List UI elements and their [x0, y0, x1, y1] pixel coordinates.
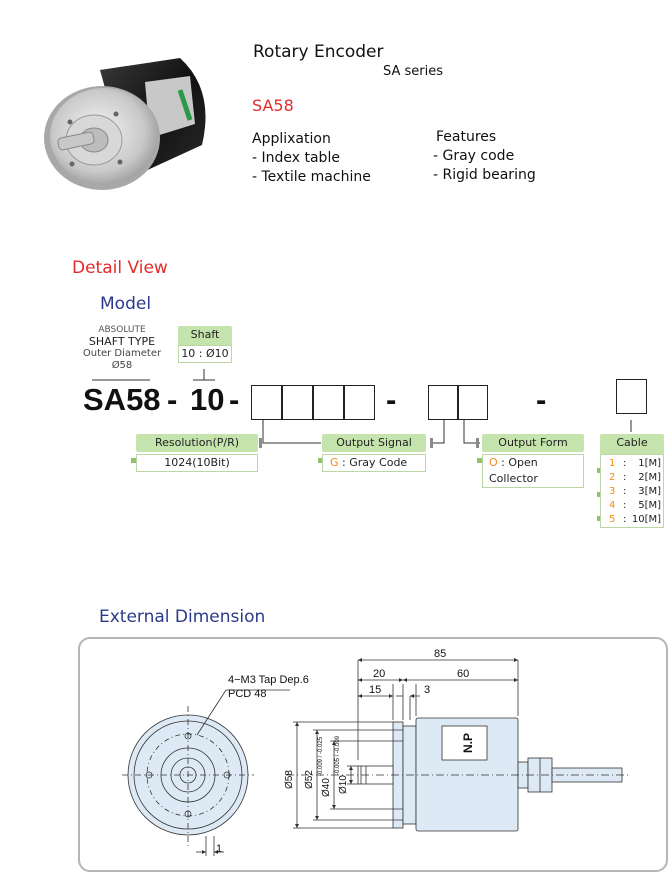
- encoder-product-image: [44, 58, 206, 190]
- pcd-note: PCD 48: [228, 688, 267, 700]
- output-signal-text: : Gray Code: [342, 456, 408, 469]
- dia-10: Ø10: [338, 775, 349, 794]
- resolution-slot: [344, 385, 375, 420]
- absolute-label: ABSOLUTE: [98, 325, 146, 335]
- features-title: Features: [436, 129, 497, 145]
- application-title: Applixation: [252, 131, 331, 147]
- output-form-label: Output Form: [482, 434, 584, 452]
- features-item: - Rigid bearing: [433, 167, 536, 183]
- cable-length-table: 1 : 1[M] 2 : 2[M] 3 : 3[M] 4 : 5[M] 5 : …: [600, 454, 664, 528]
- code-dash: -: [167, 382, 178, 417]
- resolution-value: 1024(10Bit): [136, 454, 258, 472]
- model-title: Model: [100, 294, 152, 314]
- code-dash: -: [229, 382, 240, 417]
- dim-1: 1: [216, 843, 222, 855]
- shaft-size-value: 10 : Ø10: [178, 345, 232, 363]
- cable-key: 3: [609, 486, 616, 497]
- cable-sep: :: [623, 514, 627, 525]
- output-signal-value: G : Gray Code: [322, 454, 426, 472]
- resolution-slot: [313, 385, 344, 420]
- dim-20: 20: [373, 668, 385, 680]
- dia-10-tolerance: -0.005 / -0.009: [335, 735, 341, 775]
- cable-sep: :: [623, 500, 627, 511]
- shaft-type-note: ABSOLUTE SHAFT TYPE Outer Diameter Ø58: [78, 324, 166, 372]
- output-form-text: : Open Collector: [489, 456, 538, 485]
- output-signal-slot: [428, 385, 458, 420]
- application-item: - Index table: [252, 150, 340, 166]
- cable-row: 3 : 3[M]: [601, 485, 665, 498]
- cable-value: 5[M]: [638, 500, 661, 511]
- output-form-slot: [458, 385, 488, 420]
- dim-60: 60: [457, 668, 469, 680]
- output-form-key: O: [489, 456, 498, 469]
- dia-40-tolerance: -0.009 / -0.025: [318, 736, 324, 776]
- cable-sep: :: [623, 486, 627, 497]
- dim-3: 3: [424, 684, 430, 696]
- output-signal-key: G: [330, 456, 339, 469]
- product-series: SA series: [383, 64, 444, 79]
- product-title: Rotary Encoder: [253, 42, 384, 62]
- nameplate-label: N.P: [461, 733, 475, 753]
- features-item: - Gray code: [433, 148, 515, 164]
- cable-value: 10[M]: [631, 514, 661, 525]
- code-dash: -: [536, 382, 547, 417]
- tap-note: 4−M3 Tap Dep.6: [228, 674, 309, 686]
- output-form-value: O : Open Collector: [482, 454, 584, 488]
- resolution-label: Resolution(P/R): [136, 434, 258, 452]
- outer-diameter-label: Outer Diameter Ø58: [82, 348, 162, 371]
- application-item: - Textile machine: [252, 169, 371, 185]
- product-model: SA58: [252, 96, 294, 115]
- shaft-type-label: SHAFT TYPE: [88, 335, 156, 348]
- output-signal-label: Output Signal: [322, 434, 426, 452]
- resolution-slot: [251, 385, 282, 420]
- dia-52: Ø52: [304, 770, 315, 789]
- cable-row: 1 : 1[M]: [601, 457, 665, 470]
- external-dimension-title: External Dimension: [99, 607, 266, 627]
- cable-value: 1[M]: [638, 458, 661, 469]
- cable-value: 3[M]: [638, 486, 661, 497]
- features-block: Features - Gray code - Rigid bearing: [433, 128, 536, 185]
- dim-85: 85: [434, 648, 446, 660]
- cable-key: 1: [609, 458, 616, 469]
- code-shaft: 10: [190, 382, 225, 417]
- cable-key: 5: [609, 514, 616, 525]
- dia-58: Ø58: [284, 770, 295, 789]
- code-prefix: SA58: [83, 382, 161, 417]
- cable-value: 2[M]: [638, 472, 661, 483]
- cable-row: 4 : 5[M]: [601, 499, 665, 512]
- cable-key: 4: [609, 500, 616, 511]
- cable-sep: :: [623, 458, 627, 469]
- cable-sep: :: [623, 472, 627, 483]
- dim-15: 15: [369, 684, 381, 696]
- code-dash: -: [386, 382, 397, 417]
- cable-slot: [616, 379, 647, 414]
- resolution-slot: [282, 385, 313, 420]
- dia-40: Ø40: [321, 778, 332, 797]
- cable-key: 2: [609, 472, 616, 483]
- cable-row: 2 : 2[M]: [601, 471, 665, 484]
- detail-view-title: Detail View: [72, 258, 168, 278]
- model-connector-lines: [92, 369, 632, 521]
- application-block: Applixation - Index table - Textile mach…: [252, 130, 371, 187]
- cable-row: 5 : 10[M]: [601, 513, 665, 526]
